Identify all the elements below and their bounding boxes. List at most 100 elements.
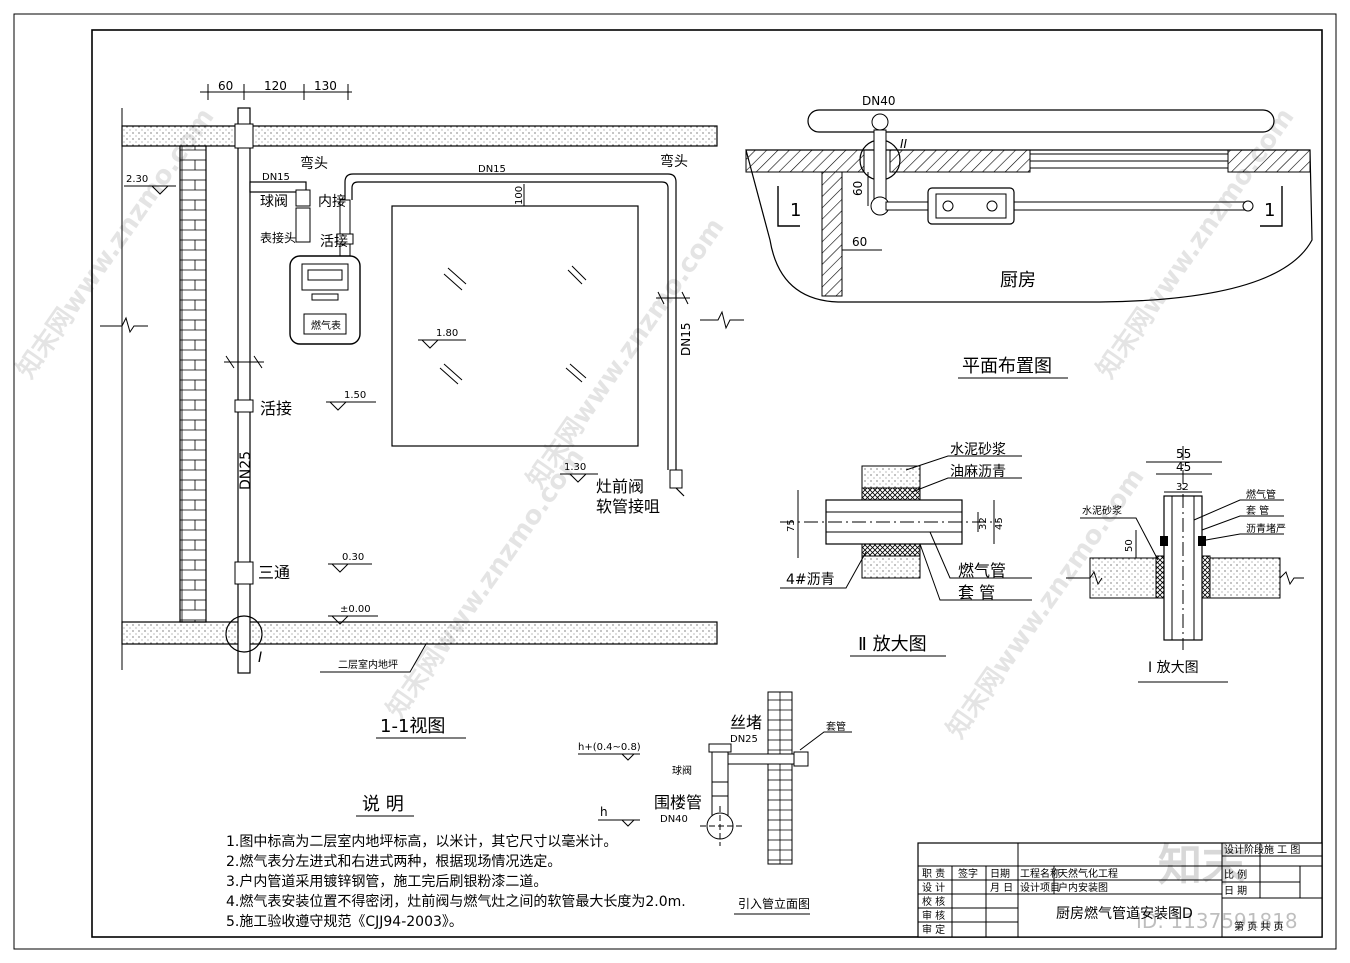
d2-label-gaspipe: 燃气管 <box>958 561 1006 580</box>
d1-break-left <box>1066 570 1103 586</box>
d1-label-sleeve: 套 管 <box>1246 504 1269 517</box>
branch-pipe-dn15 <box>249 181 307 193</box>
tb-drawing-title: 厨房燃气管道安装图D <box>1056 905 1193 922</box>
floor-slab <box>121 621 718 645</box>
riser-top-circle <box>871 113 889 131</box>
ent-label-sleeve: 套管 <box>826 720 846 733</box>
note-1: 1.图中标高为二层室内地坪标高，以米计，其它尺寸以毫米计。 <box>226 833 617 850</box>
note-5: 5.施工验收遵守规范《CJJ94-2003》。 <box>226 913 463 930</box>
d1-dim-45: 45 <box>1176 460 1191 474</box>
plan-wall-left <box>745 149 865 173</box>
riser-sleeve-top <box>234 123 254 149</box>
d1-break-right <box>1279 571 1304 586</box>
elev-180-text: 1.80 <box>436 328 458 339</box>
break-mark-left <box>100 316 148 334</box>
ent-label-dn25: DN25 <box>730 734 758 745</box>
tb-stage-label: 设计阶段 <box>1224 843 1264 856</box>
entry-pipe-elevation: 丝堵 DN25 套管 h+(0.4~0.8) 球阀 围楼管 DN40 h 引入管… <box>578 691 852 915</box>
d1-slab-right <box>1209 557 1281 599</box>
d1-seal-right <box>1198 536 1206 546</box>
meter-counter <box>307 269 343 281</box>
tb-stage: 施 工 图 <box>1264 843 1300 856</box>
elev-000-text: ±0.00 <box>340 604 371 615</box>
ent-horizontal-pipe <box>725 753 805 765</box>
tee-fitting <box>234 561 254 585</box>
d1-dim-50: 50 <box>1124 539 1135 552</box>
d2-leader-5 <box>780 551 867 589</box>
ent-label-plug: 丝堵 <box>730 713 762 732</box>
ent-ball-valve <box>711 781 729 797</box>
d2-dim-75: 75 <box>786 519 797 532</box>
elev-150-text: 1.50 <box>344 390 366 401</box>
glass-marks <box>439 265 587 385</box>
elev-230-text: 2.30 <box>126 174 148 185</box>
label-meter-connector: 表接头 <box>260 230 296 245</box>
plan-outline <box>745 149 1313 303</box>
brick-wall <box>179 145 207 623</box>
window <box>391 205 639 447</box>
elev-mark-130: 1.30 <box>560 462 598 483</box>
watermark-url: 知末网www.znzmo.com <box>521 213 730 494</box>
tb-dates: 日 期 <box>1224 885 1247 897</box>
label-tee: 三通 <box>258 563 290 582</box>
stove-valve <box>669 469 683 489</box>
dim-120: 120 <box>264 79 287 93</box>
d2-label-oakum: 油麻沥青 <box>950 464 1006 480</box>
elev-mark-030: 0.30 <box>328 552 372 573</box>
d2-asphalt-bottom <box>861 543 921 557</box>
elev-mark-150: 1.50 <box>326 390 376 411</box>
section-mark-left <box>777 186 800 227</box>
tb-month-day: 月 日 <box>990 882 1013 894</box>
tb-row-approve: 审 定 <box>922 923 945 936</box>
ent-plug <box>708 743 732 753</box>
tb-project-name: 天然气化工程 <box>1058 867 1118 880</box>
tb-project-name-label: 工程名称 <box>1020 867 1060 880</box>
plan-meter-in <box>942 200 954 212</box>
d1-label-asphalt: 沥青堵严 <box>1246 522 1286 535</box>
detail-marker-I: I <box>258 650 262 666</box>
d1-dim-32: 32 <box>1176 482 1189 493</box>
detail-marker-II: II <box>900 137 908 151</box>
section-1-left: 1 <box>790 200 801 221</box>
plan-meter-out <box>986 200 998 212</box>
label-elbow-1: 弯头 <box>300 155 328 172</box>
label-ball-valve: 球阀 <box>260 194 288 210</box>
elev-mark-180: 1.80 <box>418 328 466 349</box>
plan-end-cap <box>1242 200 1254 212</box>
elev-mark-000: ±0.00 <box>328 604 378 625</box>
dim-60: 60 <box>218 79 233 93</box>
watermark-id: ID: 1137591818 <box>1136 909 1298 933</box>
d2-leader-4 <box>919 543 1032 601</box>
ent-wall <box>767 691 793 865</box>
elev-030-text: 0.30 <box>342 552 364 563</box>
ent-label-h: h <box>600 805 608 819</box>
section-mark-right <box>1260 186 1283 227</box>
d2-leader-3 <box>929 531 1032 579</box>
notes-title: 说 明 <box>362 794 404 815</box>
dn15-run-inner <box>351 181 669 470</box>
note-2: 2.燃气表分左进式和右进式两种，根据现场情况选定。 <box>226 853 561 870</box>
tb-signature: 签字 <box>958 867 978 880</box>
break-x <box>225 355 263 369</box>
hose-nozzle <box>675 487 685 497</box>
label-union: 活接 <box>260 399 292 418</box>
label-elbow-2: 弯头 <box>660 153 688 170</box>
plan-meter <box>927 187 1015 225</box>
d2-wall-top <box>861 465 921 489</box>
d1-asphalt-right <box>1201 555 1211 599</box>
watermark-url: 知末网www.znzmo.com <box>1091 103 1300 384</box>
d1-leader-1 <box>1193 499 1284 521</box>
label-dn40: DN40 <box>862 94 896 108</box>
ent-elev-h1-mark <box>620 753 636 761</box>
label-dn15-short: DN15 <box>262 172 290 183</box>
label-stove-valve: 灶前阀 <box>596 477 644 496</box>
tb-row-review: 审 核 <box>922 909 945 922</box>
label-hose-nozzle: 软管接咀 <box>596 497 660 516</box>
meter-label: 燃气表 <box>311 319 341 332</box>
ball-valve <box>295 189 311 207</box>
break-mark-right <box>700 310 744 330</box>
ent-label-ballvalve: 球阀 <box>672 764 692 777</box>
d1-slab-left <box>1089 557 1157 599</box>
plan-meter-inner <box>935 193 1007 219</box>
